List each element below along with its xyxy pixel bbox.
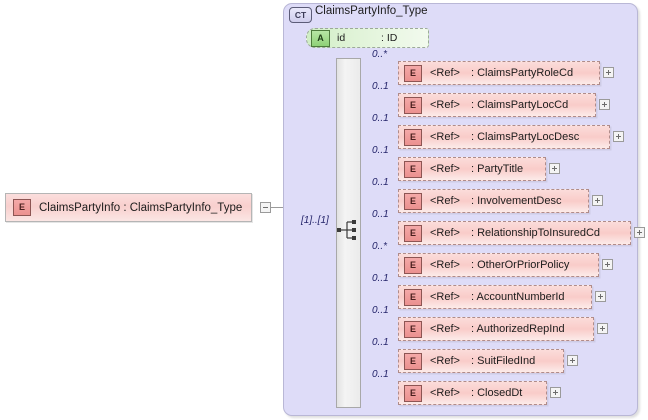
attribute-type: : ID: [381, 32, 398, 44]
element-cardinality: 0..1: [372, 145, 389, 156]
element-name: : AccountNumberId: [471, 291, 565, 303]
element-icon: E: [13, 199, 31, 216]
element-expand-toggle[interactable]: [602, 259, 613, 270]
complextype-icon: CT: [289, 7, 312, 23]
element-name: : SuitFiledInd: [471, 355, 536, 367]
element-ref-box[interactable]: E <Ref> : AuthorizedRepInd: [398, 317, 594, 341]
element-name: : ClaimsPartyLocDesc: [471, 131, 580, 143]
element-ref-label: <Ref>: [430, 67, 460, 79]
element-expand-toggle[interactable]: [613, 131, 624, 142]
element-expand-toggle[interactable]: [592, 195, 603, 206]
element-icon: E: [404, 256, 422, 274]
element-expand-toggle[interactable]: [597, 323, 608, 334]
element-name: : OtherOrPriorPolicy: [471, 259, 570, 271]
element-icon: E: [404, 192, 422, 210]
element-row[interactable]: 0..* E <Ref> : ClaimsPartyRoleCd: [372, 49, 616, 85]
element-cardinality: 0..1: [372, 273, 389, 284]
element-cardinality: 0..1: [372, 369, 389, 380]
element-ref-label: <Ref>: [430, 259, 460, 271]
element-ref-label: <Ref>: [430, 355, 460, 367]
element-cardinality: 0..*: [372, 241, 388, 252]
root-element-box[interactable]: E ClaimsPartyInfo : ClaimsPartyInfo_Type: [5, 193, 253, 222]
element-ref-label: <Ref>: [430, 227, 460, 239]
element-ref-box[interactable]: E <Ref> : ClaimsPartyLocDesc: [398, 125, 610, 149]
element-expand-toggle[interactable]: [550, 387, 561, 398]
sequence-icon: [337, 220, 356, 240]
element-ref-box[interactable]: E <Ref> : InvolvementDesc: [398, 189, 589, 213]
element-ref-box[interactable]: E <Ref> : RelationshipToInsuredCd: [398, 221, 631, 245]
element-ref-box[interactable]: E <Ref> : ClaimsPartyLocCd: [398, 93, 596, 117]
element-ref-box[interactable]: E <Ref> : ClosedDt: [398, 381, 547, 405]
element-icon: E: [404, 384, 422, 402]
element-name: : RelationshipToInsuredCd: [471, 227, 601, 239]
element-icon: E: [404, 288, 422, 306]
element-cardinality: 0..*: [372, 49, 388, 60]
element-cardinality: 0..1: [372, 209, 389, 220]
element-name: : ClaimsPartyRoleCd: [471, 67, 574, 79]
element-name: : InvolvementDesc: [471, 195, 562, 207]
element-name: : AuthorizedRepInd: [471, 323, 565, 335]
attribute-icon: A: [311, 29, 330, 47]
element-ref-label: <Ref>: [430, 163, 460, 175]
element-expand-toggle[interactable]: [603, 67, 614, 78]
element-expand-toggle[interactable]: [634, 227, 645, 238]
element-cardinality: 0..1: [372, 177, 389, 188]
attribute-row-id[interactable]: A id : ID: [306, 28, 429, 48]
element-cardinality: 0..1: [372, 305, 389, 316]
element-name: : ClaimsPartyLocCd: [471, 99, 569, 111]
element-expand-toggle[interactable]: [599, 99, 610, 110]
element-icon: E: [404, 224, 422, 242]
element-ref-label: <Ref>: [430, 387, 460, 399]
element-expand-toggle[interactable]: [595, 291, 606, 302]
element-expand-toggle[interactable]: [549, 163, 560, 174]
element-name: : ClosedDt: [471, 387, 523, 399]
element-ref-box[interactable]: E <Ref> : ClaimsPartyRoleCd: [398, 61, 600, 85]
root-element-label: ClaimsPartyInfo : ClaimsPartyInfo_Type: [39, 201, 243, 214]
element-icon: E: [404, 128, 422, 146]
element-ref-label: <Ref>: [430, 131, 460, 143]
attribute-name: id: [337, 32, 346, 44]
sequence-cardinality: [1]..[1]: [301, 215, 329, 226]
element-ref-label: <Ref>: [430, 99, 460, 111]
element-row[interactable]: 0..* E <Ref> : OtherOrPriorPolicy: [372, 241, 615, 277]
element-expand-toggle[interactable]: [567, 355, 578, 366]
complextype-title: ClaimsPartyInfo_Type: [315, 5, 428, 17]
element-icon: E: [404, 96, 422, 114]
sequence-compositor-bar[interactable]: [336, 58, 361, 408]
element-icon: E: [404, 160, 422, 178]
element-ref-box[interactable]: E <Ref> : PartyTitle: [398, 157, 546, 181]
element-ref-label: <Ref>: [430, 291, 460, 303]
element-ref-box[interactable]: E <Ref> : SuitFiledInd: [398, 349, 564, 373]
element-ref-label: <Ref>: [430, 195, 460, 207]
element-icon: E: [404, 320, 422, 338]
element-ref-box[interactable]: E <Ref> : OtherOrPriorPolicy: [398, 253, 599, 277]
element-ref-label: <Ref>: [430, 323, 460, 335]
element-ref-box[interactable]: E <Ref> : AccountNumberId: [398, 285, 592, 309]
element-cardinality: 0..1: [372, 81, 389, 92]
element-name: : PartyTitle: [471, 163, 524, 175]
root-collapse-toggle[interactable]: [260, 202, 271, 213]
element-icon: E: [404, 352, 422, 370]
element-icon: E: [404, 64, 422, 82]
element-cardinality: 0..1: [372, 337, 389, 348]
element-cardinality: 0..1: [372, 113, 389, 124]
